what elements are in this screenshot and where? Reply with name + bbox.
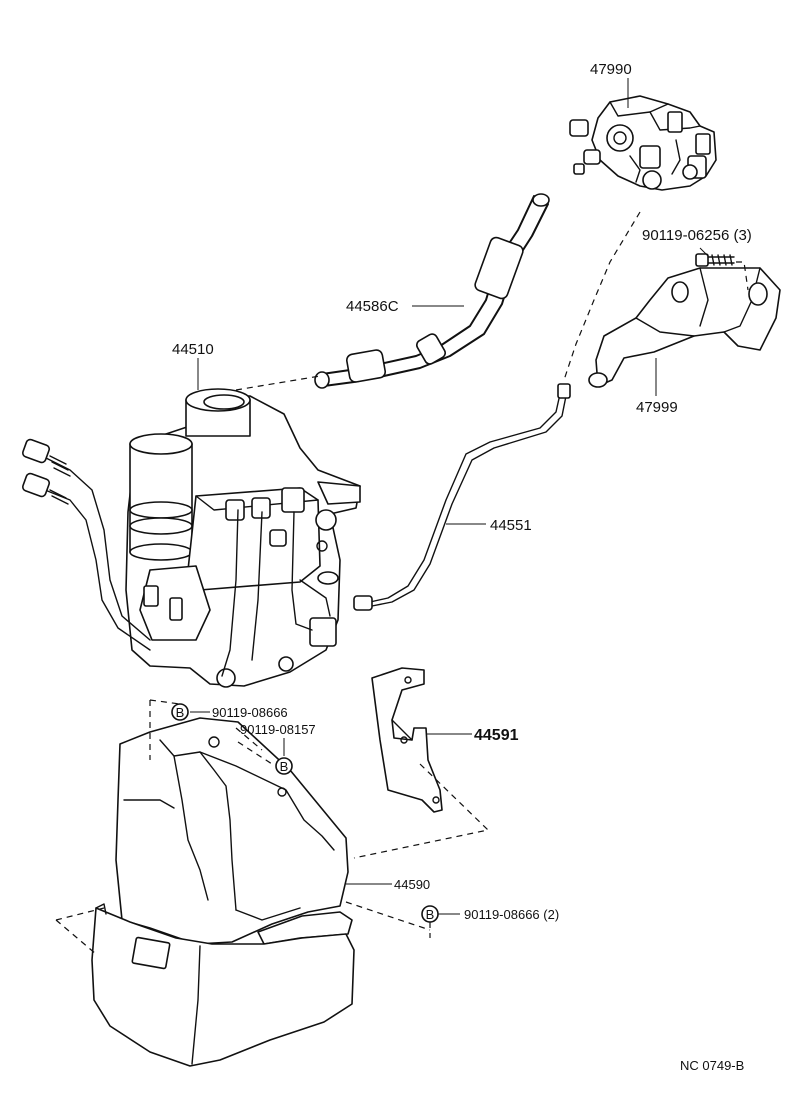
label-90119-06256: 90119-06256 (3)	[642, 227, 752, 244]
label-90119-08157: 90119-08157	[240, 722, 316, 737]
label-44510: 44510	[172, 341, 214, 358]
label-44591: 44591	[474, 727, 519, 744]
bracket-47999	[588, 267, 781, 388]
relation-lines	[55, 211, 749, 955]
badge-b-1: B	[171, 703, 189, 721]
badge-b-2-letter: B	[280, 759, 289, 774]
label-90119-08666: 90119-08666	[212, 705, 288, 720]
diagram-code: NC 0749-B	[680, 1058, 744, 1073]
hose-44586c	[314, 193, 550, 389]
actuator-44510	[21, 388, 361, 688]
bracket-44591	[371, 667, 443, 813]
badge-b-3: B	[421, 905, 439, 923]
label-90119-08666-2: 90119-08666 (2)	[464, 907, 559, 922]
cover-44590	[91, 717, 355, 1067]
label-44551: 44551	[490, 517, 532, 534]
badge-b-1-letter: B	[176, 705, 185, 720]
leader-lines	[190, 78, 709, 915]
label-44590: 44590	[394, 877, 430, 892]
badge-b-3-letter: B	[426, 907, 435, 922]
bolt-90119-06256	[695, 253, 735, 267]
label-47990: 47990	[590, 61, 632, 78]
brake-line-44551	[353, 383, 571, 611]
label-47999: 47999	[636, 399, 678, 416]
label-44586c: 44586C	[346, 298, 399, 315]
valve-body-47990	[569, 95, 717, 191]
badge-b-2: B	[275, 757, 293, 775]
